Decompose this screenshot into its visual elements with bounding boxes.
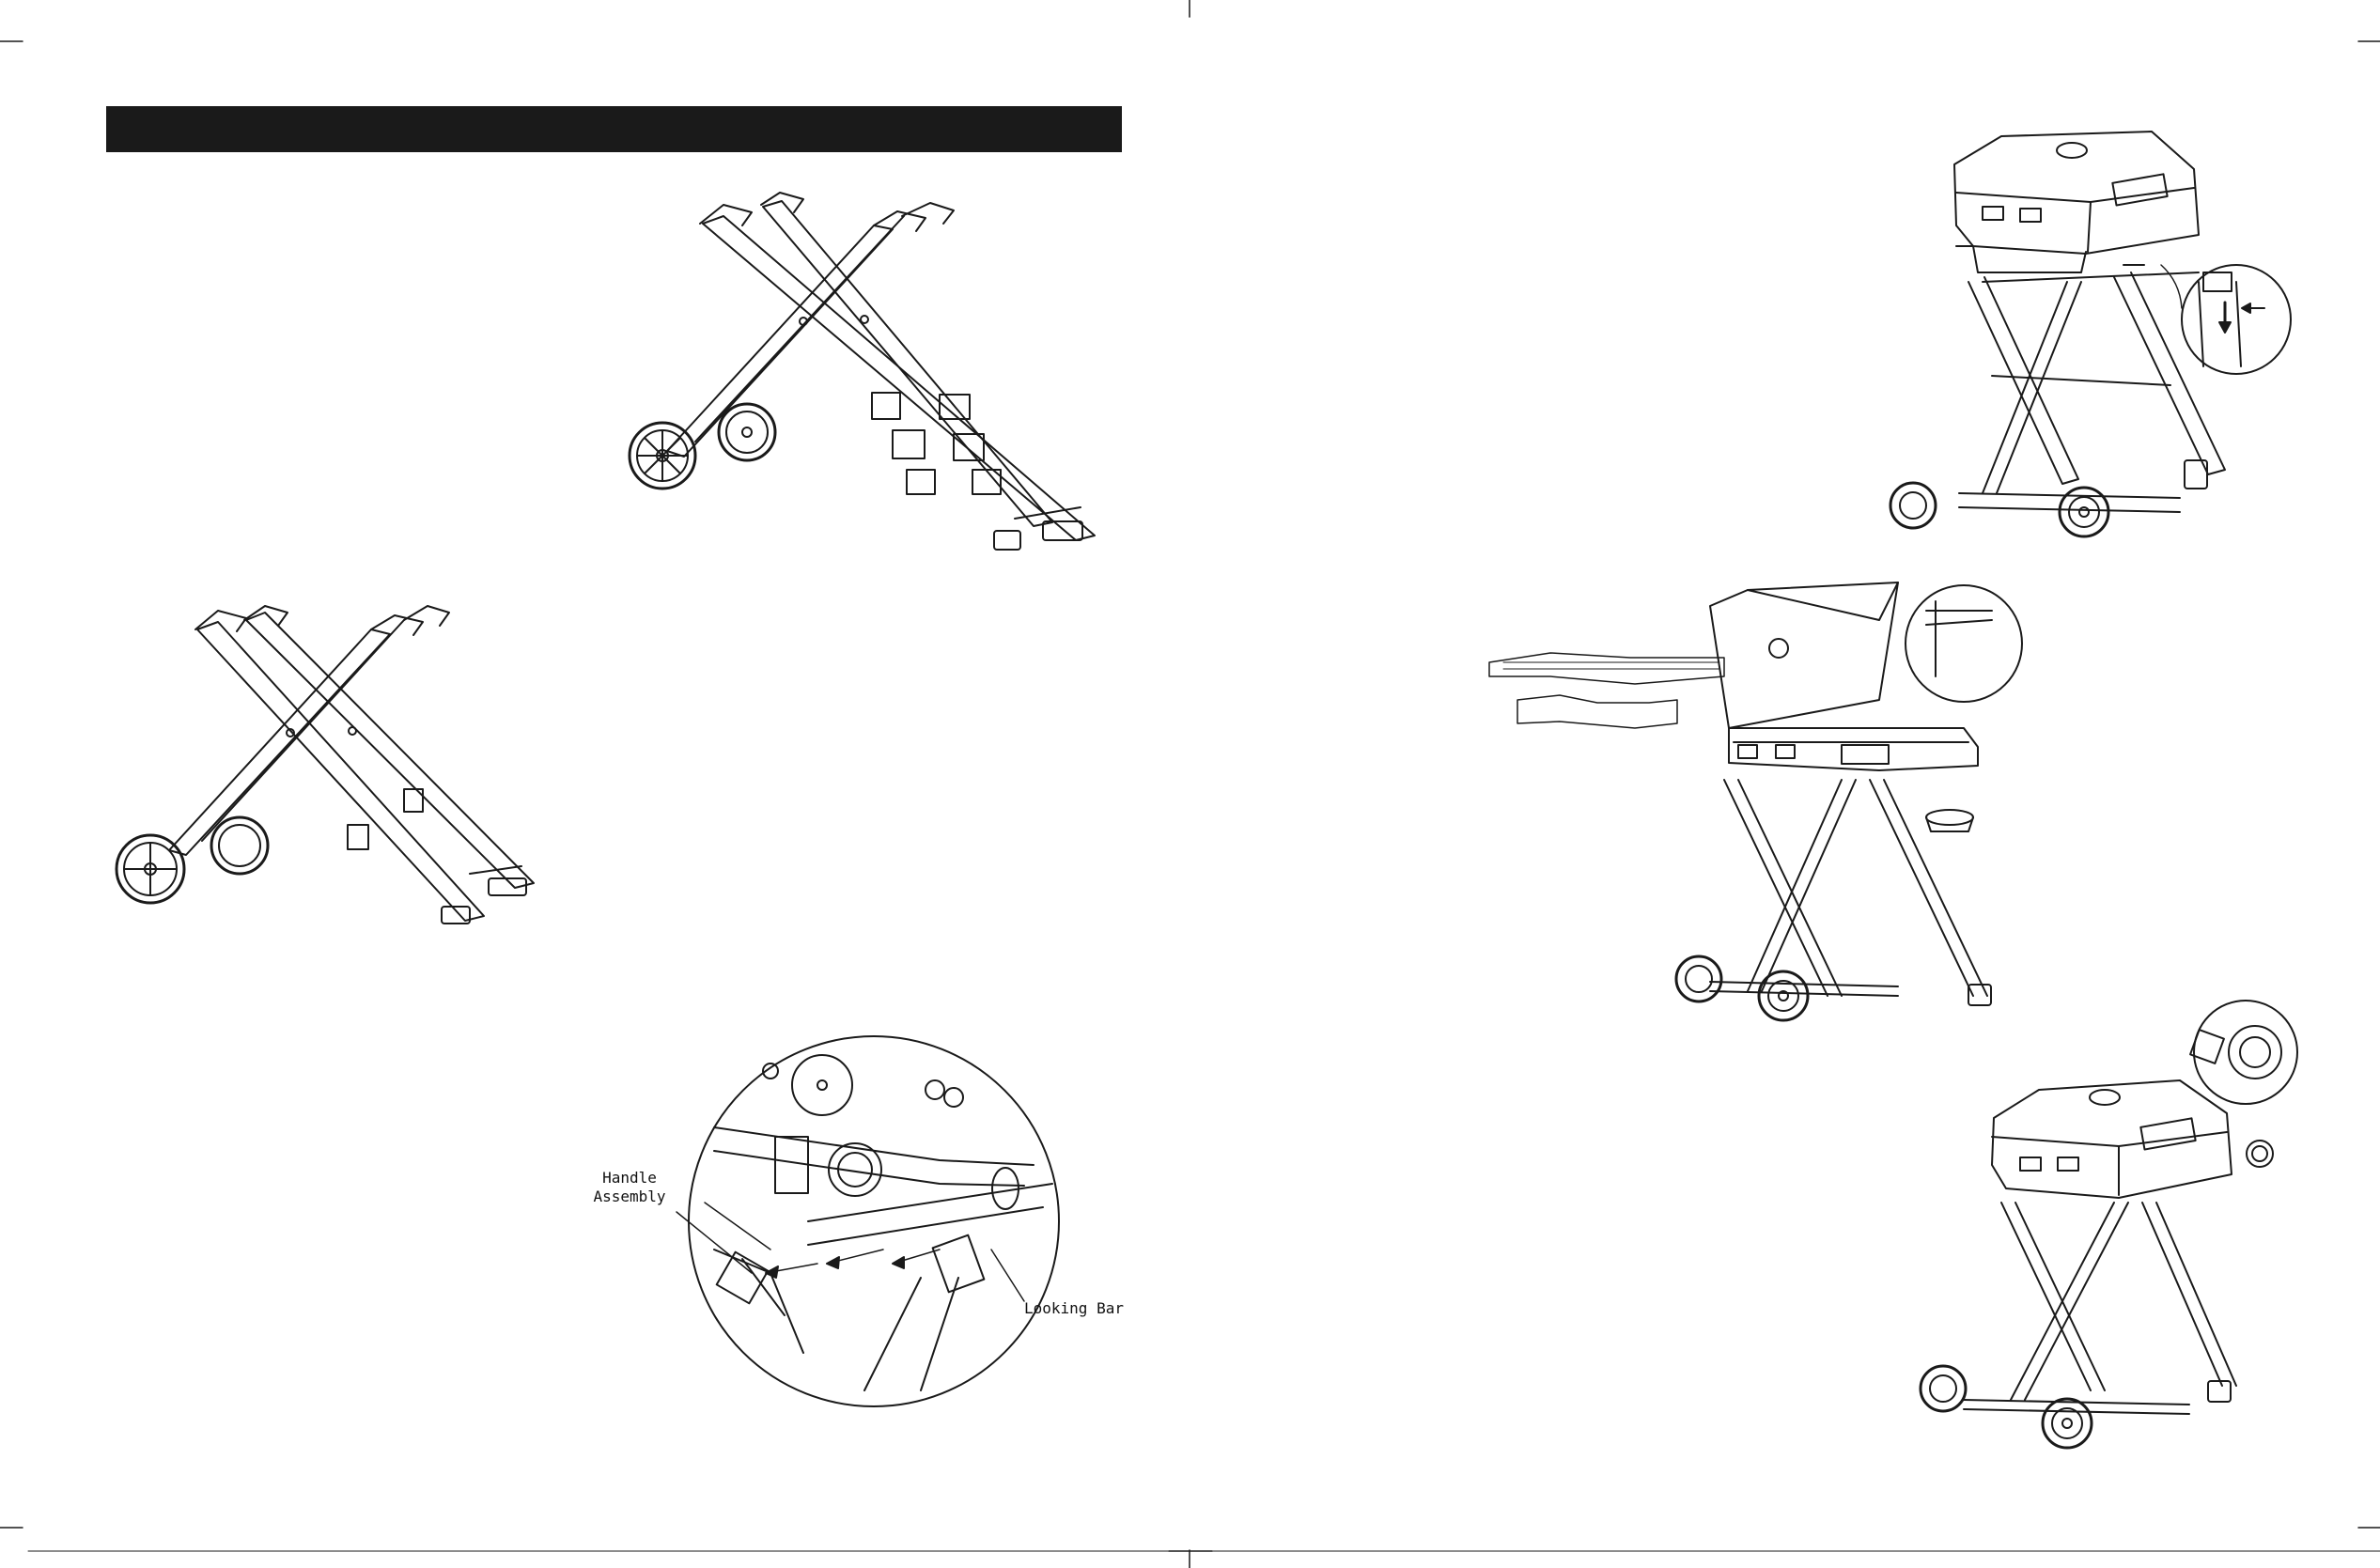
handle-assembly-label: Handle Assembly	[587, 1169, 672, 1206]
handle-assembly-label-line1: Handle	[587, 1169, 672, 1188]
wheel-large	[630, 423, 695, 489]
figure-grill-knob	[1921, 1001, 2297, 1448]
figure-grill-mounting	[1890, 132, 2291, 536]
figure-grill-open-grates	[1489, 582, 2022, 1020]
locking-bar-label: Looking Bar	[1024, 1299, 1156, 1318]
handle-assembly-label-line2: Assembly	[587, 1188, 672, 1206]
figure-frame-with-brackets	[630, 193, 1095, 550]
figure-handle-detail	[677, 1036, 1059, 1406]
figure-frame-assembled	[117, 606, 534, 924]
wheel-small	[719, 404, 775, 460]
